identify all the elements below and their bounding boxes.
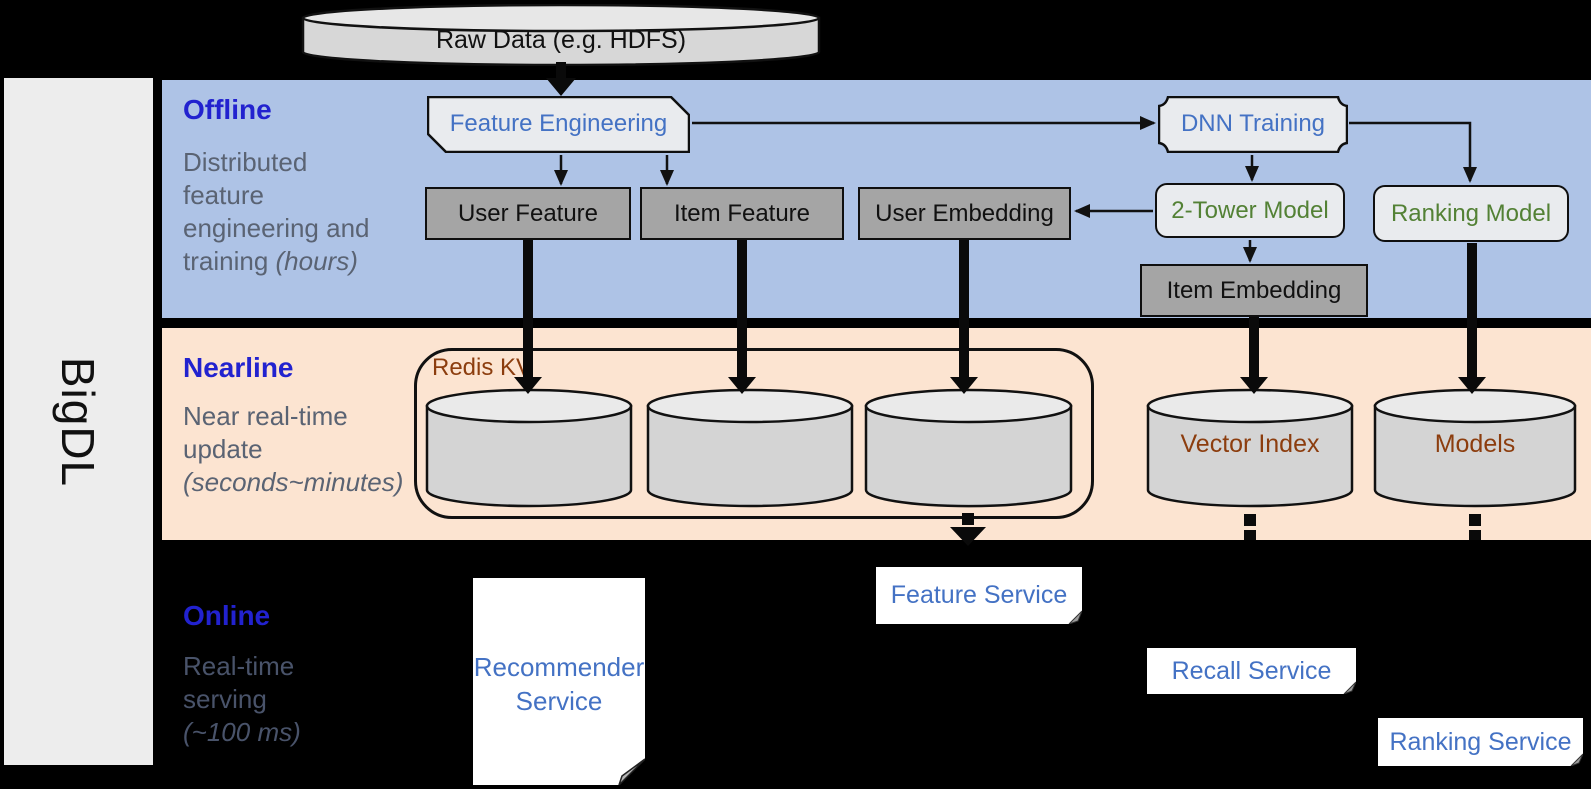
user-embedding-label: User Embedding xyxy=(875,199,1054,227)
two-tower-model-label: 2-Tower Model xyxy=(1171,196,1329,224)
recall-service-label: Recall Service xyxy=(1171,657,1332,685)
offline-section-title: Offline xyxy=(183,94,272,125)
nearline-section-title: Nearline xyxy=(183,352,294,383)
nearline-section-subtitle: Near real-time update (seconds~minutes) xyxy=(183,401,404,497)
document-shape xyxy=(1147,648,1356,694)
cylinder-shape xyxy=(1146,388,1354,508)
bigdl-brand-label: BigDL xyxy=(52,356,105,487)
ranking-service-label: Ranking Service xyxy=(1389,728,1572,756)
cylinder-shape xyxy=(1373,388,1577,508)
feature-service-node: Feature Service xyxy=(876,567,1082,624)
cylinder-shape xyxy=(864,388,1073,508)
dnn-training-label: DNN Training xyxy=(1180,110,1326,137)
redis-shard-cylinder xyxy=(863,388,1074,508)
user-feature-label: User Feature xyxy=(457,199,599,227)
document-shape xyxy=(1378,718,1583,766)
redis-shard-cylinder xyxy=(645,388,855,508)
user-feature-node: User Feature xyxy=(425,187,631,240)
item-feature-node: Item Feature xyxy=(640,187,844,240)
ranking-model-node: Ranking Model xyxy=(1373,185,1569,242)
vector-index-store: Vector Index xyxy=(1145,388,1355,508)
plaque-shape xyxy=(1158,96,1348,153)
band-divider xyxy=(162,318,1591,328)
feature-service-label: Feature Service xyxy=(890,581,1068,609)
cylinder-shape xyxy=(301,4,821,66)
redis-kv-label: Redis KV xyxy=(432,354,533,381)
raw-data-label: Raw Data (e.g. HDFS) xyxy=(435,26,687,54)
online-section-subtitle: Real-time serving (~100 ms) xyxy=(183,651,301,747)
bigdl-brand-bar: BigDL xyxy=(4,78,153,765)
redis-shard-cylinder xyxy=(424,388,634,508)
raw-data-store: Raw Data (e.g. HDFS) xyxy=(300,4,822,66)
card-shape xyxy=(427,96,690,153)
feature-engineering-label: Feature Engineering xyxy=(449,110,668,137)
models-store: Models xyxy=(1372,388,1578,508)
recommender-service-node: Recommender Service xyxy=(473,578,645,785)
recommender-service-label: Recommender Service xyxy=(473,652,645,716)
two-tower-model-node: 2-Tower Model xyxy=(1155,183,1345,238)
feature-engineering-node: Feature Engineering xyxy=(427,96,690,153)
document-shape xyxy=(473,578,645,785)
vector-index-label: Vector Index xyxy=(1180,430,1320,458)
recall-service-node: Recall Service xyxy=(1147,648,1356,694)
cylinder-shape xyxy=(425,388,633,508)
user-embedding-node: User Embedding xyxy=(858,187,1071,240)
offline-section-subtitle: Distributed feature engineering and trai… xyxy=(183,147,370,276)
document-shape xyxy=(876,567,1082,624)
item-feature-label: Item Feature xyxy=(673,199,811,227)
ranking-service-node: Ranking Service xyxy=(1378,718,1583,766)
item-embedding-node: Item Embedding xyxy=(1140,264,1368,317)
models-label: Models xyxy=(1434,430,1516,458)
ranking-model-label: Ranking Model xyxy=(1390,199,1552,227)
item-embedding-label: Item Embedding xyxy=(1166,276,1342,304)
online-section-title: Online xyxy=(183,600,271,631)
dnn-training-node: DNN Training xyxy=(1158,96,1348,153)
cylinder-shape xyxy=(646,388,854,508)
